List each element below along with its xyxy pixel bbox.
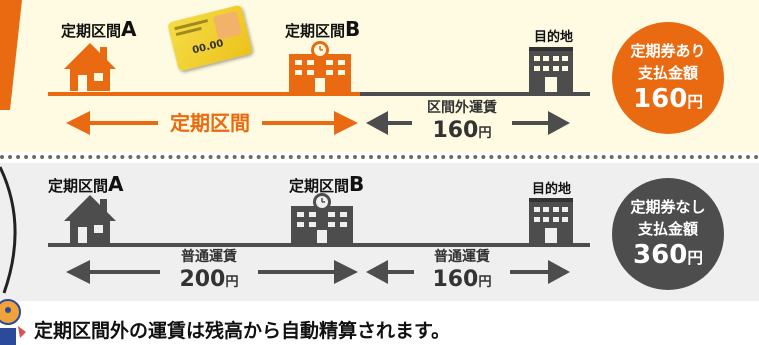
without-pass-route-line bbox=[48, 243, 590, 247]
office-building-icon bbox=[529, 198, 573, 244]
mascot-icon bbox=[0, 299, 26, 345]
extra-fare-label: 区間外運賃 160円 bbox=[412, 99, 512, 148]
school-building-icon bbox=[291, 193, 353, 244]
without-pass-section-b-label: 定期区間B bbox=[289, 172, 365, 196]
with-pass-section-a-label: 定期区間A bbox=[61, 17, 137, 41]
fare2-label: 普通運賃 160円 bbox=[414, 248, 510, 297]
fare1-label: 普通運賃 200円 bbox=[160, 248, 258, 297]
without-pass-section-a-label: 定期区間A bbox=[48, 172, 124, 196]
with-pass-section-b-label: 定期区間B bbox=[285, 17, 361, 41]
without-pass-payment-badge: 定期券なし 支払金額 360円 bbox=[612, 178, 724, 290]
card-balance: 00.00 bbox=[191, 38, 225, 57]
orange-accent-shape bbox=[0, 0, 22, 110]
with-pass-payment-badge: 定期券あり 支払金額 160円 bbox=[612, 22, 724, 134]
section-divider bbox=[0, 155, 759, 159]
footer-note: 定期区間外の運賃は残高から自動精算されます。 bbox=[34, 320, 451, 342]
house-icon bbox=[64, 43, 116, 91]
house-icon bbox=[64, 195, 116, 243]
office-building-icon bbox=[529, 47, 573, 93]
pass-range-label: 定期区間 bbox=[158, 109, 262, 137]
with-pass-destination-label: 目的地 bbox=[534, 30, 574, 45]
with-pass-route-line-extra bbox=[360, 92, 590, 96]
school-building-icon bbox=[289, 41, 351, 92]
with-pass-route-line-pass bbox=[48, 92, 360, 96]
outline-arc-shape bbox=[0, 166, 17, 294]
without-pass-destination-label: 目的地 bbox=[532, 182, 572, 197]
